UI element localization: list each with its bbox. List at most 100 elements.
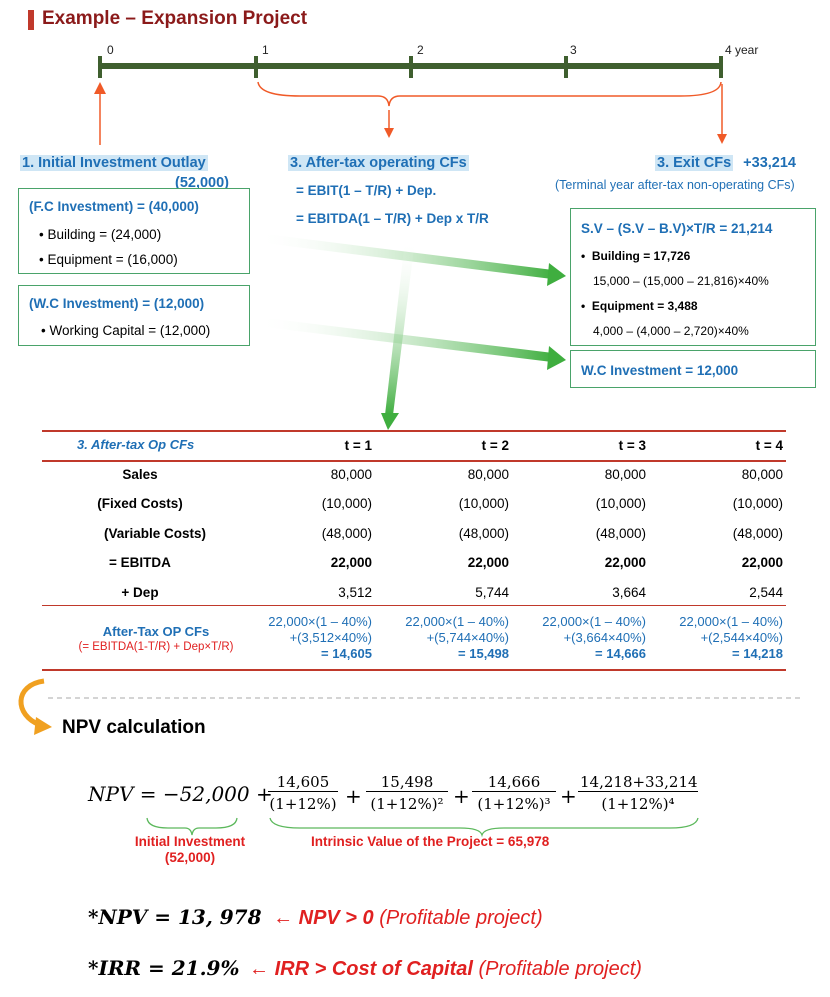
- tick-label-0: 0: [107, 43, 114, 57]
- table-cell: (10,000): [321, 496, 372, 511]
- table-header-rule: [42, 460, 786, 462]
- npv-term-4: 14,218+33,214 (1+12%)⁴: [578, 773, 698, 813]
- page-title: Example – Expansion Project: [42, 8, 308, 29]
- npv-transition: [18, 678, 800, 735]
- npv-note: (Profitable project): [379, 907, 543, 929]
- operating-formula-1: = EBIT(1 – T/R) + Dep.: [296, 183, 437, 198]
- npv-term-3: 14,666 (1+12%)³: [472, 773, 556, 813]
- npv-result: *NPV = 13, 978: [88, 905, 262, 929]
- curved-arrow-head: [34, 717, 52, 735]
- arrow-initial-head: [94, 82, 106, 94]
- arrow-to-salvage-head: [547, 263, 566, 286]
- exit-wc-box: W.C Investment = 12,000: [570, 350, 816, 388]
- table-cell: 3,512: [338, 585, 372, 600]
- tick-label-4: 4 year: [725, 43, 759, 57]
- intrinsic-brace: [269, 817, 699, 838]
- npv-result-line: *NPV = 13, 978 ← NPV > 0 (Profitable pro…: [88, 905, 543, 930]
- row-label-dep: + Dep: [121, 585, 159, 600]
- tick-label-2: 2: [417, 43, 424, 57]
- salvage-building-calc: 15,000 – (15,000 – 21,816)×40%: [593, 274, 769, 288]
- table-cell: 22,000: [741, 555, 783, 570]
- irr-claim: IRR > Cost of Capital: [274, 958, 473, 980]
- row-label-ebitda: = EBITDA: [109, 555, 171, 570]
- arrow-exit-head: [717, 134, 727, 144]
- arrow-to-exit-wc: [256, 317, 553, 362]
- table-cell: (10,000): [458, 496, 509, 511]
- irr-note: (Profitable project): [478, 958, 642, 980]
- title-accent-bar: [28, 10, 34, 30]
- npv-claim: NPV > 0: [298, 907, 374, 929]
- curved-arrow: [18, 678, 45, 728]
- period-header: t = 4: [755, 438, 783, 453]
- exit-cf-subtitle: (Terminal year after-tax non-operating C…: [555, 178, 795, 192]
- table-cell: 2,544: [749, 585, 783, 600]
- npv-lhs: NPV = −52,000 +: [88, 782, 273, 806]
- plus-sign: +: [560, 784, 577, 808]
- table-header-label: 3. After-tax Op CFs: [77, 437, 195, 452]
- period-header: t = 1: [344, 438, 372, 453]
- timeline-graphic: [94, 56, 727, 145]
- table-cell: 80,000: [467, 467, 509, 482]
- table-cell: 80,000: [330, 467, 372, 482]
- years-brace: [257, 81, 722, 107]
- table-bottom-rule: [42, 669, 786, 671]
- npv-arrow: ←: [273, 907, 294, 929]
- exit-cf-amount: +33,214: [743, 155, 796, 171]
- initial-brace: [146, 817, 238, 836]
- table-cell: 80,000: [741, 467, 783, 482]
- table-cell: 22,000: [330, 555, 372, 570]
- arrow-to-exit-wc-head: [547, 346, 566, 370]
- npv-heading: NPV calculation: [62, 717, 206, 738]
- table-cell: (48,000): [321, 526, 372, 541]
- npv-term-1: 14,605 (1+12%): [268, 773, 338, 813]
- irr-result-line: *IRR = 21.9% ← IRR > Cost of Capital (Pr…: [88, 956, 642, 981]
- table-cell: 5,744: [475, 585, 509, 600]
- exit-wc-label: W.C Investment = 12,000: [581, 363, 739, 378]
- operating-formula-2: = EBITDA(1 – T/R) + Dep x T/R: [296, 211, 489, 226]
- period-header: t = 3: [618, 438, 646, 453]
- intrinsic-value-label: Intrinsic Value of the Project = 65,978: [311, 834, 550, 849]
- table-cell: (10,000): [595, 496, 646, 511]
- cf-cell-t3: 22,000×(1 – 40%) +(3,664×40%) = 14,666: [542, 614, 646, 661]
- npv-braces: [146, 817, 699, 838]
- cf-row-sublabel: (= EBITDA(1-T/R) + Dep×T/R): [78, 641, 234, 653]
- period-header: t = 2: [481, 438, 509, 453]
- row-label-fixed-costs: (Fixed Costs): [97, 496, 183, 511]
- table-cell: 22,000: [467, 555, 509, 570]
- wc-item: • Working Capital = (12,000): [41, 323, 211, 338]
- arrow-to-table: [385, 240, 415, 415]
- tick-label-3: 3: [570, 43, 577, 57]
- table-cell: 80,000: [604, 467, 646, 482]
- row-label-sales: Sales: [122, 467, 158, 482]
- arrow-operating-head: [384, 128, 394, 138]
- fc-item-equipment: • Equipment = (16,000): [39, 252, 178, 267]
- plus-sign: +: [345, 784, 362, 808]
- salvage-equipment: • Equipment = 3,488: [581, 299, 698, 313]
- operating-cf-header: 3. After-tax operating CFs: [288, 155, 469, 171]
- row-label-variable-costs: (Variable Costs): [103, 526, 207, 541]
- fc-item-building: • Building = (24,000): [39, 227, 162, 242]
- arrow-to-table-head: [381, 413, 399, 430]
- cf-cell-t2: 22,000×(1 – 40%) +(5,744×40%) = 15,498: [405, 614, 509, 661]
- flow-arrows: [256, 233, 566, 430]
- plus-sign: +: [453, 784, 470, 808]
- cf-cell-t4: 22,000×(1 – 40%) +(2,544×40%) = 14,218: [679, 614, 783, 661]
- wc-investment-title: (W.C Investment) = (12,000): [29, 296, 205, 311]
- fc-investment-title: (F.C Investment) = (40,000): [29, 199, 199, 214]
- cf-row-label: After-Tax OP CFs: [102, 624, 210, 639]
- exit-cf-header: 3. Exit CFs +33,214: [655, 155, 796, 171]
- initial-outlay-header: 1. Initial Investment Outlay: [20, 155, 208, 171]
- table-cell: 22,000: [604, 555, 646, 570]
- table-cell: (48,000): [595, 526, 646, 541]
- wc-investment-box: (W.C Investment) = (12,000) • Working Ca…: [18, 285, 250, 346]
- irr-arrow: ←: [249, 958, 270, 980]
- salvage-building: • Building = 17,726: [581, 249, 691, 263]
- table-cell: (10,000): [732, 496, 783, 511]
- initial-outlay-amount: (52,000): [175, 175, 230, 191]
- tick-label-1: 1: [262, 43, 269, 57]
- table-cell: (48,000): [458, 526, 509, 541]
- table-cell: (48,000): [732, 526, 783, 541]
- initial-investment-label: Initial Investment (52,000): [134, 834, 246, 865]
- table-cf-rule: [42, 605, 786, 606]
- salvage-equipment-calc: 4,000 – (4,000 – 2,720)×40%: [593, 324, 749, 338]
